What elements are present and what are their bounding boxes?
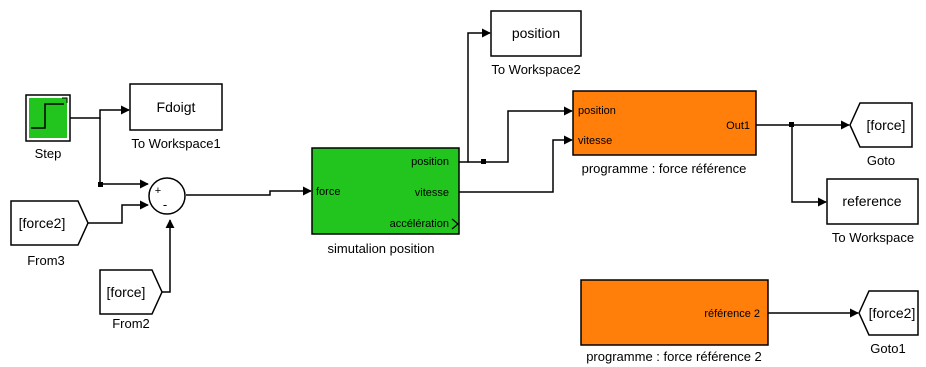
goto1-caption: Goto1 [870, 341, 905, 356]
to-workspace-block[interactable]: reference To Workspace [826, 178, 919, 245]
line-from2-to-sum[interactable] [162, 219, 175, 293]
step-caption: Step [35, 146, 62, 161]
to-workspace-variable: reference [842, 193, 901, 209]
branch-point [789, 122, 794, 127]
from3-block[interactable]: [force2] From3 [10, 200, 89, 268]
line-out1-to-workspace[interactable] [791, 125, 827, 207]
sum-sign-plus: + [155, 185, 161, 197]
line-vitesse-to-programme[interactable] [459, 135, 573, 193]
line-step-to-workspace1[interactable] [70, 105, 130, 119]
goto-block[interactable]: [force] Goto [849, 102, 913, 168]
goto1-block[interactable]: [force2] Goto1 [858, 290, 919, 356]
programme-input-port-position: position [578, 105, 616, 117]
from2-block[interactable]: [force] From2 [99, 269, 163, 331]
from2-caption: From2 [112, 316, 150, 331]
simulation-output-port-position: position [411, 156, 449, 168]
goto1-tag: [force2] [869, 305, 916, 321]
simulation-input-port-force: force [316, 186, 340, 198]
sum-sign-minus: - [163, 197, 167, 212]
programme-force-reference-2-block[interactable]: référence 2 programme : force référence … [580, 279, 769, 364]
step-icon [31, 103, 64, 129]
step-block[interactable]: Step [25, 94, 71, 161]
simulation-output-port-vitesse: vitesse [415, 187, 449, 199]
to-workspace1-variable: Fdoigt [157, 99, 196, 115]
goto-tag: [force] [867, 117, 906, 133]
from2-tag: [force] [107, 284, 146, 300]
programme2-output-port-reference2: référence 2 [704, 308, 760, 320]
to-workspace2-caption: To Workspace2 [491, 62, 580, 77]
unconnected-port-icon [451, 218, 459, 230]
line-position-to-workspace2[interactable] [459, 28, 491, 163]
goto-caption: Goto [867, 153, 895, 168]
line-from3-to-sum[interactable] [88, 200, 149, 224]
programme-input-port-vitesse: vitesse [578, 135, 612, 147]
branch-point [98, 182, 103, 187]
sum-block[interactable]: + - [148, 177, 186, 215]
to-workspace1-caption: To Workspace1 [131, 136, 220, 151]
simulation-output-port-acceleration: accélération [390, 218, 449, 230]
to-workspace1-block[interactable]: Fdoigt To Workspace1 [129, 83, 223, 151]
to-workspace2-variable: position [512, 25, 560, 41]
programme-caption: programme : force référence [582, 161, 747, 176]
simulation-position-block[interactable]: force position vitesse accélération simu… [311, 147, 460, 256]
signal-lines [70, 28, 859, 318]
line-position-to-programme[interactable] [468, 106, 573, 163]
programme2-caption: programme : force référence 2 [586, 349, 762, 364]
programme-output-port-out1: Out1 [726, 120, 750, 132]
simulation-caption: simutalion position [328, 241, 435, 256]
to-workspace-caption: To Workspace [832, 230, 914, 245]
branch-point [481, 159, 486, 164]
to-workspace2-block[interactable]: position To Workspace2 [490, 10, 582, 77]
from3-tag: [force2] [19, 215, 66, 231]
programme-force-reference-block[interactable]: position vitesse Out1 programme : force … [572, 90, 757, 176]
from3-caption: From3 [27, 253, 65, 268]
line-sum-to-simulation[interactable] [186, 186, 312, 196]
